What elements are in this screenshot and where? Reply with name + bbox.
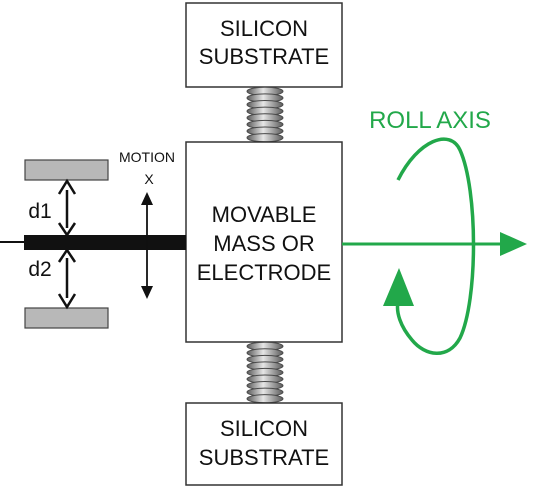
mass-line3: ELECTRODE (197, 260, 331, 285)
top-substrate-line1: SILICON (220, 16, 308, 41)
roll-axis-arrowhead (500, 232, 527, 256)
motion-x-arrow (141, 192, 153, 299)
bottom-substrate: SILICON SUBSTRATE (185, 402, 343, 486)
d1-label: d1 (28, 200, 51, 223)
d2-label: d2 (28, 258, 51, 281)
roll-rotation-arrowhead (383, 268, 414, 306)
roll-axis (342, 137, 527, 355)
roll-axis-label: ROLL AXIS (369, 107, 491, 134)
bottom-spring-coil (246, 394, 284, 404)
bottom-spring (246, 341, 284, 404)
lower-fixed-plate (24, 307, 109, 329)
roll-rotation-arc (395, 137, 476, 355)
movable-mass: MOVABLE MASS OR ELECTRODE (185, 141, 343, 343)
mass-line2: MASS OR (213, 231, 314, 256)
mass-line1: MOVABLE (212, 202, 317, 227)
top-substrate: SILICON SUBSTRATE (185, 2, 343, 88)
bottom-substrate-line2: SUBSTRATE (199, 445, 329, 470)
top-spring (246, 86, 284, 143)
motion-axis-label: X (144, 171, 154, 187)
bottom-substrate-line1: SILICON (220, 416, 308, 441)
electrode-beam (0, 235, 186, 250)
d1-gap-arrow (57, 178, 77, 238)
top-substrate-line2: SUBSTRATE (199, 44, 329, 69)
upper-fixed-plate (24, 159, 109, 181)
top-spring-coil (246, 133, 284, 143)
d2-gap-arrow (57, 247, 77, 310)
motion-label: MOTION (119, 149, 175, 165)
